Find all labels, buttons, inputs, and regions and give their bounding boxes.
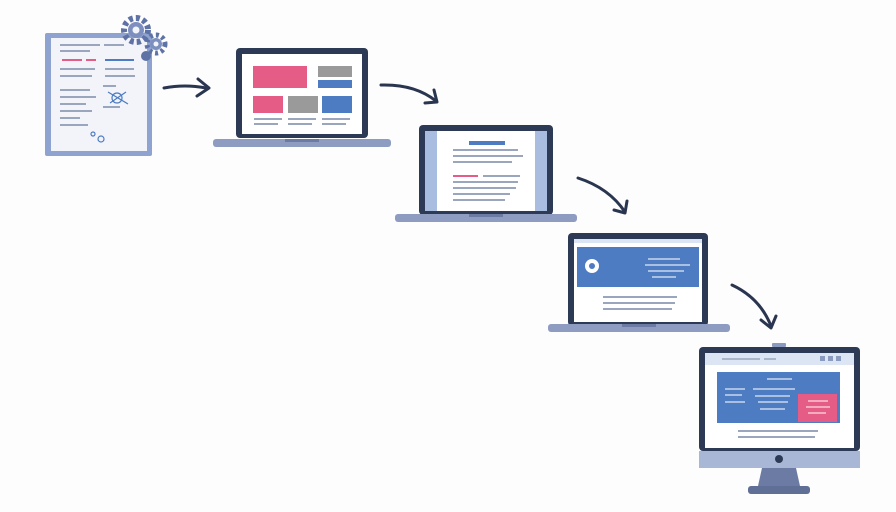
- site-pink-card: [798, 394, 837, 422]
- wireframe-blue-small: [322, 96, 352, 113]
- wireframe-laptop: [213, 48, 391, 147]
- monitor-stand: [748, 486, 810, 494]
- laptop-base: [548, 324, 730, 332]
- site-body-lines: [738, 430, 818, 438]
- arrow-3: [576, 176, 629, 215]
- final-desktop: [699, 343, 860, 494]
- laptop-notch: [622, 324, 656, 327]
- content-text-lines: [453, 149, 523, 201]
- monitor-camera: [772, 343, 786, 347]
- browser-header: [705, 353, 854, 365]
- wireframe-blue-strip: [318, 80, 352, 88]
- screen-topbar: [574, 239, 702, 243]
- document-text-lines: [60, 44, 135, 126]
- wireframe-text-lines: [254, 118, 350, 125]
- arrow-4: [730, 283, 778, 330]
- document-paper: [51, 38, 147, 151]
- gears-icon: [121, 15, 168, 61]
- wireframe-pink-block: [253, 66, 307, 88]
- laptop-base: [213, 139, 391, 147]
- document-diagram-sketch: [90, 91, 129, 143]
- site-card-text-lines: [806, 400, 830, 414]
- content-laptop: [395, 125, 577, 222]
- hero-body-lines: [603, 296, 677, 310]
- site-hero-text-lines: [725, 378, 795, 410]
- wireframe-gray-small: [288, 96, 318, 113]
- screen-side-strip-right: [535, 131, 547, 211]
- laptop-notch: [285, 139, 319, 142]
- browser-window-controls: [820, 356, 841, 361]
- hero-laptop: [548, 233, 730, 332]
- hero-text-lines: [645, 258, 690, 278]
- arrow-1: [162, 77, 211, 98]
- laptop-base: [395, 214, 577, 222]
- spec-document: [45, 15, 168, 156]
- wireframe-gray-block-top: [318, 66, 352, 77]
- monitor-neck: [758, 468, 800, 486]
- content-title-bar: [469, 141, 505, 145]
- arrow-2: [379, 83, 439, 105]
- wireframe-pink-small: [253, 96, 283, 113]
- monitor-logo: [775, 455, 783, 463]
- screen-side-strip-left: [425, 131, 437, 211]
- laptop-notch: [469, 214, 503, 217]
